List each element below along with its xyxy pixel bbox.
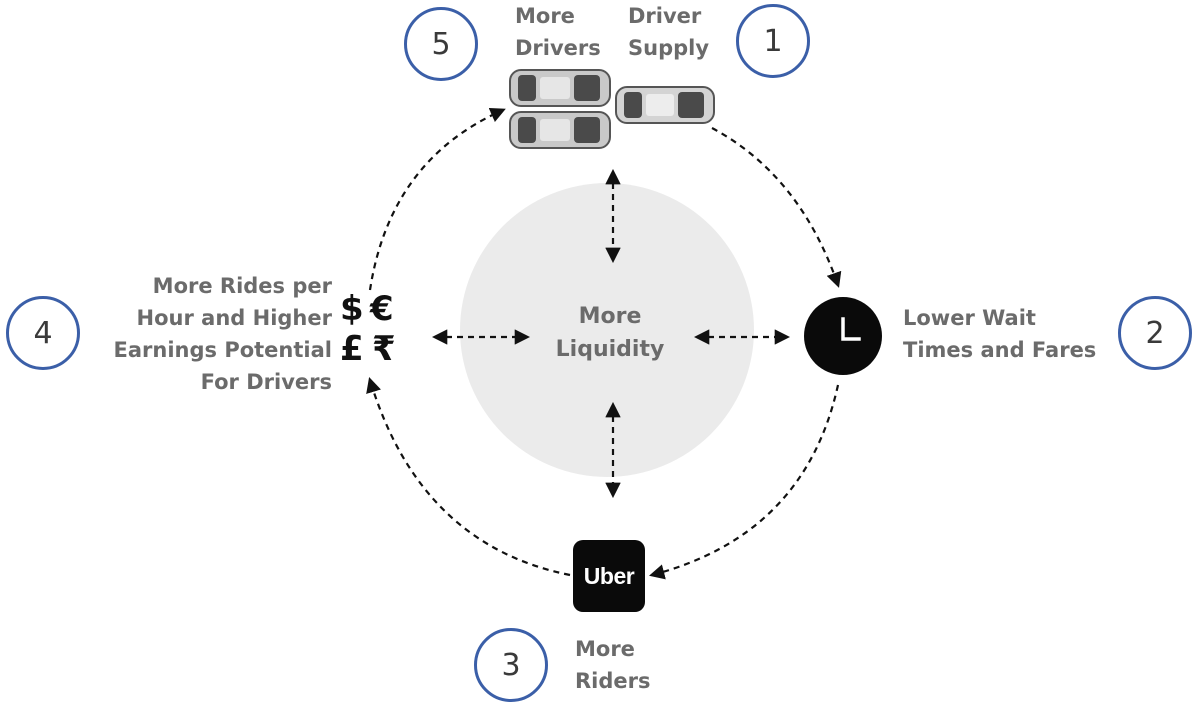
step-5-badge: 5 [404,7,478,81]
step-1-label-line-1: Driver [628,4,702,28]
uber-app-icon: Uber [573,540,645,612]
uber-app-text: Uber [583,562,635,589]
center-label-line-2: Liquidity [555,337,665,362]
step-2-label: Lower Wait Times and Fares [903,302,1096,366]
clock-icon [804,297,882,375]
liquidity-circle [460,183,754,477]
arc-supply-to-wait [711,127,842,288]
rupee-symbol: ₹ [372,329,396,369]
dollar-symbol: $ [340,289,364,329]
arc-wait-to-riders [649,384,840,580]
step-1-badge: 1 [736,4,810,78]
euro-symbol: € [370,289,394,329]
step-1-label: Driver Supply [628,0,709,64]
pound-symbol: £ [340,329,364,369]
center-label-line-1: More [578,304,642,329]
step-3-badge: 3 [474,628,548,702]
step-3-label-line-1: More [575,637,635,661]
step-2-label-line-1: Lower Wait [903,306,1036,330]
step-5-label-line-1: More [515,4,575,28]
car-icon [615,86,715,124]
step-4-label: More Rides per Hour and Higher Earnings … [114,270,332,398]
step-4-badge: 4 [6,296,80,370]
step-3-label: More Riders [575,633,651,697]
step-3-label-line-2: Riders [575,669,651,693]
car-icon [509,111,611,149]
step-1-label-line-2: Supply [628,36,710,60]
car-icon [509,69,611,107]
step-4-label-line-2: Hour and Higher [136,306,332,330]
arc-riders-to-earnings [366,377,571,577]
step-4-label-line-3: Earnings Potential [113,338,332,362]
step-4-label-line-4: For Drivers [200,370,332,394]
step-5-label-line-2: Drivers [515,36,601,60]
step-2-badge: 2 [1118,296,1192,370]
step-5-label: More Drivers [515,0,601,64]
step-4-label-line-1: More Rides per [152,274,332,298]
center-label: More Liquidity [510,300,710,366]
step-2-label-line-2: Times and Fares [903,338,1097,362]
